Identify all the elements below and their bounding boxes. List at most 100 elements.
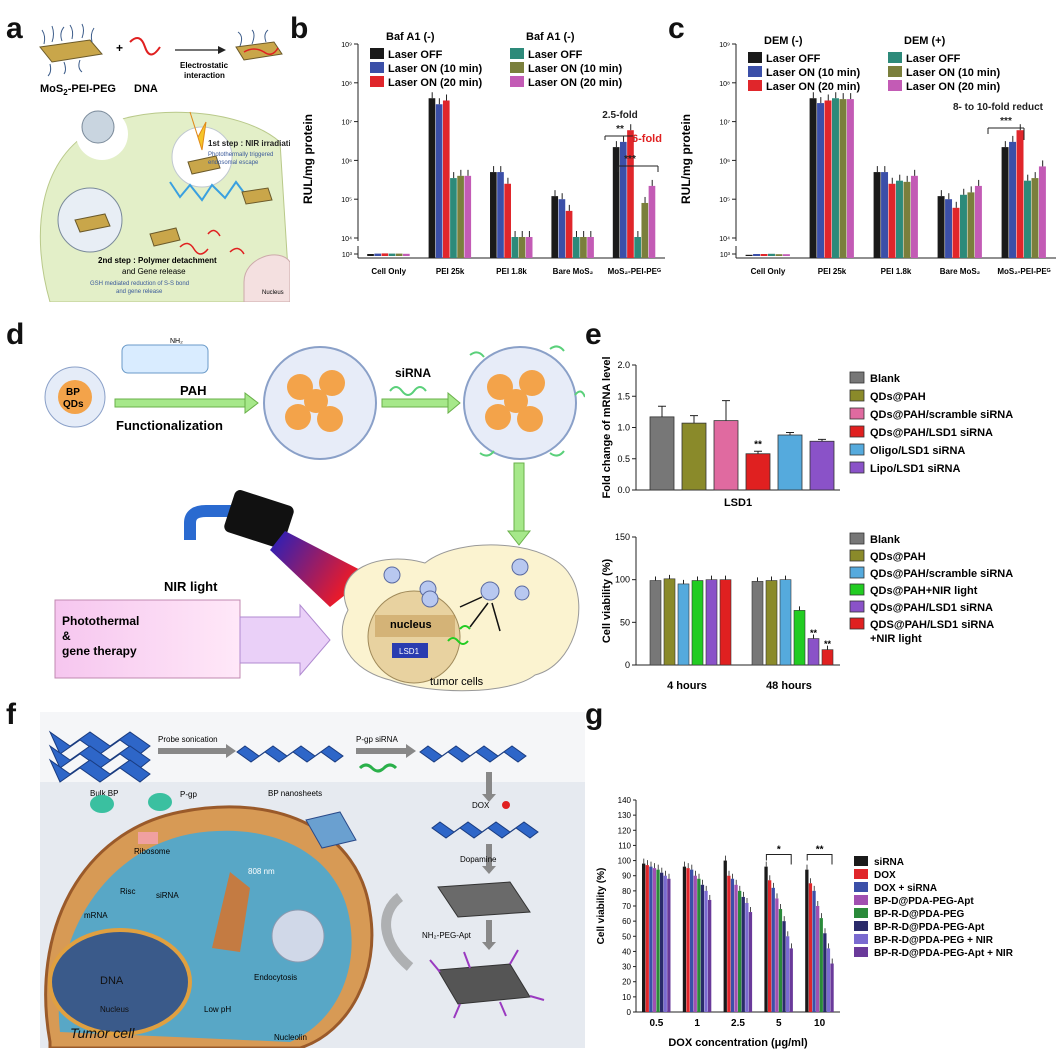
bar [819, 918, 823, 1012]
bar [768, 253, 775, 256]
legend-swatch [888, 52, 902, 63]
bar [388, 253, 396, 256]
bar [873, 172, 881, 258]
nir-lamp-icon [224, 490, 294, 548]
arrow-functionalize-icon [114, 398, 246, 408]
bulk-bp-label: Bulk BP [90, 789, 118, 798]
x-tick-label: PEI 1.8k [496, 267, 527, 276]
bar [738, 890, 742, 1012]
y-tick-label: 100 [618, 857, 632, 866]
bar [693, 875, 697, 1012]
dox-icon [502, 801, 510, 809]
sirna-label-cell: siRNA [156, 891, 179, 900]
lamp-arm [184, 505, 240, 540]
bar [457, 175, 464, 258]
y-tick-label: 10⁶ [719, 158, 730, 165]
legend-label: BP-D@PDA-PEG-Apt [874, 896, 974, 907]
functionalization-label: Functionalization [116, 418, 223, 433]
y-tick-label: 80 [622, 887, 631, 896]
mos2-peg-label: MoS2-PEI-PEG [40, 83, 116, 97]
bar [704, 890, 708, 1012]
legend-group-title: Baf A1 (-) [526, 31, 575, 43]
arrow-down-icon [513, 462, 525, 532]
laser-beam [212, 872, 250, 952]
y-tick-label: 10⁸ [341, 81, 352, 88]
bar [663, 578, 676, 666]
nh2-label: NH₂ [170, 338, 183, 345]
legend-label: QDs@PAH/scramble siRNA [870, 568, 1013, 580]
bar [649, 416, 675, 491]
legend-swatch [370, 48, 384, 59]
y-tick-label: 50 [620, 617, 630, 627]
bar [775, 898, 779, 1012]
bar [649, 866, 653, 1012]
x-axis-label: DOX concentration (μg/ml) [668, 1037, 808, 1049]
bar [782, 921, 786, 1012]
legend-swatch [849, 443, 865, 456]
low-ph-label: Low pH [204, 1005, 231, 1014]
bar [888, 183, 896, 258]
annotation: *** [1000, 116, 1012, 127]
bar [572, 237, 580, 258]
legend-label: QDS@PAH/LSD1 siRNA [870, 619, 994, 631]
therapy-label-2: & [62, 629, 71, 643]
y-tick-label: 2.0 [617, 360, 630, 370]
bar [690, 869, 694, 1012]
bar [682, 866, 687, 1012]
bar [1038, 166, 1046, 258]
panel-d-schematic: BP QDs NH₂ PAH Functionalization siRNA N… [30, 335, 586, 697]
bar [816, 906, 820, 1012]
significance-bracket [987, 127, 1025, 140]
bar [697, 878, 701, 1012]
annotation: ** [810, 628, 818, 638]
step2-label: 2nd step : Polymer detachment [98, 256, 217, 265]
therapy-box [54, 599, 241, 679]
y-tick-label: 60 [622, 917, 631, 926]
nucleus-label: Nucleus [100, 1005, 129, 1014]
mrna-label: mRNA [84, 911, 108, 920]
bar [830, 963, 834, 1012]
bar [649, 580, 662, 666]
bar [745, 453, 771, 491]
pah-scroll-icon [121, 344, 209, 374]
bar [656, 869, 660, 1012]
bar [1001, 147, 1009, 258]
nucleolin-label: Nucleolin [274, 1033, 307, 1042]
panel-letter-d: d [6, 318, 25, 351]
y-tick-label: 10⁷ [342, 120, 353, 127]
legend-swatch [888, 66, 902, 77]
pda-coated-icon [437, 881, 531, 918]
bar [748, 912, 753, 1012]
bar [708, 899, 712, 1012]
legend-swatch [849, 566, 865, 579]
legend-swatch [370, 76, 384, 87]
legend-label: Laser ON (20 min) [528, 77, 622, 89]
bar [551, 196, 559, 258]
bar [807, 638, 820, 666]
legend-swatch [854, 882, 868, 892]
y-tick-label: 110 [618, 841, 631, 850]
x-tick-label: 2.5 [731, 1018, 745, 1029]
y-tick-label: 0.0 [617, 485, 630, 495]
legend-label: QDs@PAH/scramble siRNA [870, 409, 1013, 421]
y-tick-label: 10⁶ [341, 158, 352, 165]
nanosheet-entering-icon [305, 811, 357, 849]
tumor-cell-label: Tumor cell [70, 1025, 135, 1041]
pgp-label: P-gp [180, 790, 197, 799]
bar [705, 579, 718, 666]
bar [782, 254, 790, 256]
x-tick-label: 5 [776, 1018, 782, 1029]
legend-swatch [748, 80, 762, 91]
nucleus-icon [367, 590, 461, 684]
annotation: * [777, 845, 781, 856]
legend-label: +NIR light [870, 633, 922, 645]
bar [403, 253, 410, 256]
legend-swatch [854, 908, 868, 918]
annotation: 8- to 10-fold reduct [953, 102, 1044, 113]
bar [634, 237, 641, 258]
legend-swatch [849, 600, 865, 613]
bar [619, 141, 627, 258]
